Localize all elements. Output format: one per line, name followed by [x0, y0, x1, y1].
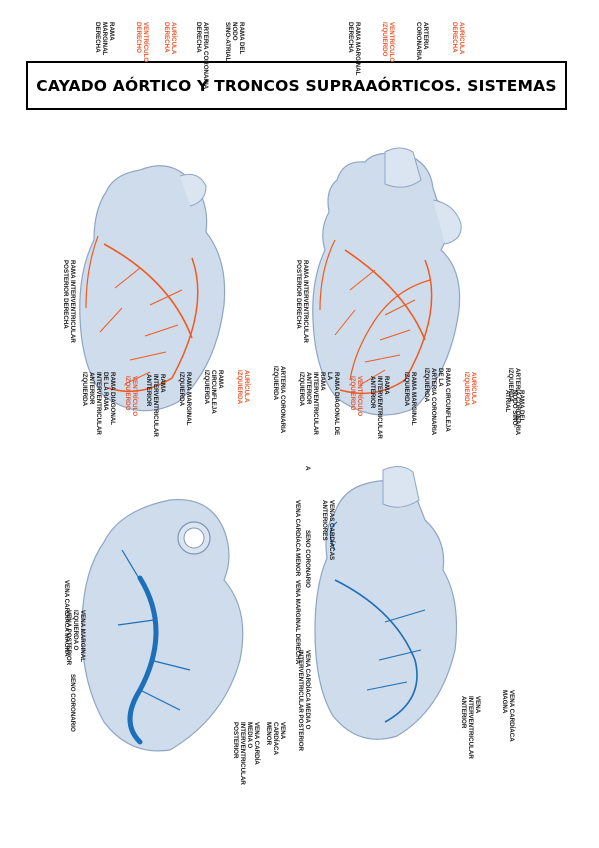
label-b-rama-interventricular-anterior: RAMA INTERVENTRICULAR ANTERIOR [145, 374, 166, 437]
label-b-rama-marginal-derecha: RAMA MARGINAL DERECHA [94, 22, 115, 56]
label-b-auricula-derecha: AURÍCULA DERECHA [163, 22, 177, 55]
label-b-rama-circunfleja: RAMA CIRCUNFLEJA IZQUIERDA [203, 370, 224, 414]
label-d-seno-coronario: SENO CORONARIO [69, 674, 76, 732]
rotated-figure-page: ARTERIA CORONARIA IZQUIERDA AURÍCULA IZQ… [55, 22, 525, 785]
label-panel-letter-a: A [304, 466, 311, 471]
label-ventriculo-izquierdo-left: VENTRÍCULO IZQUIERDO [381, 22, 395, 63]
panel-arteries-anterior: ARTERIA CORONARIA IZQUIERDA AURÍCULA IZQ… [290, 140, 525, 440]
label-b-rama-nodo-sino-atrial: RAMA DEL NODO SINO-ATRIAL [224, 22, 245, 62]
label-b-ventriculo-derecho: VENTRÍCULO DERECHO [135, 22, 149, 63]
label-vena-interventricular-anterior: VENA INTERVENTRICULAR ANTERIOR [460, 696, 481, 759]
panel-veins-posterior: VENA CARDÍACA MAGNA VENA MARGINAL IZQUIE… [55, 460, 290, 785]
heart-arteries-illustration [312, 147, 462, 416]
heart-veins-illustration [314, 466, 458, 740]
label-arteria-coronaria: ARTERIA CORONARIA [415, 22, 429, 61]
label-b-rama-diagonal: RAMA DIAGONAL DE LA RAMA INTERVENTRICULA… [81, 372, 116, 435]
label-b-ventriculo-izquierdo: VENTRÍCULO IZQUIERDO [124, 376, 138, 417]
panel-arteries-posterior: ARTERIA CORONARIA IZQUIERDA AURÍCULA IZQ… [55, 140, 290, 440]
panel-veins-anterior: A VENAS CARDÍACAS ANTERIORES SENO CORONA… [290, 460, 525, 780]
heart-veins-posterior-illustration [81, 498, 244, 752]
label-venas-cardiacas-anteriores: VENAS CARDÍACAS ANTERIORES [321, 500, 335, 561]
label-b-arteria-coronaria-derecha: ARTERIA CORONARIA DERECHA [195, 22, 209, 90]
label-vena-cardiaca-menor: VENA CARDÍACA MENOR [294, 500, 301, 577]
label-rama-nodo-sino-atrial: RAMA DEL NODO SINO-ATRIAL [504, 390, 525, 428]
label-d-vena-cardiaca-media: VENA CARDÍA MEDIA O INTERVENTRICULAR POS… [232, 722, 260, 785]
label-seno-coronario: SENO CORONARIO [304, 530, 311, 588]
label-b-rama-interventricular-posterior: RAMA INTERVENTRICULAR POSTERIOR DERECHA [62, 260, 76, 343]
label-vena-cardiaca-magna: VENA CARDÍACA MAGNA [501, 690, 515, 742]
label-b-rama-marginal-izquierda: RAMA MARGINAL IZQUIERDA [178, 372, 192, 426]
page-title: CAYADO AÓRTICO Y TRONCOS SUPRAAÓRTICOS. … [36, 76, 557, 95]
label-d-vena-cardiaca-menor: VENA CARDÍACA MENOR [265, 722, 286, 755]
label-rama-marginal-derecha: RAMA MARGINAL DERECHA [347, 22, 361, 76]
label-b-arteria-coronaria-izquierda: ARTERIA CORONARIA IZQUIERDA [272, 366, 286, 434]
label-b-auricula-izquierda: AURÍCULA IZQUIERDA [236, 370, 250, 405]
label-auricula-derecha: AURÍCULA DERECHA [451, 22, 465, 55]
label-d-vena-marginal-izquierda: VENA MARGINAL IZQUIERDA O VENA POSTERIOR [65, 610, 86, 666]
heart-arteries-posterior-illustration [79, 165, 226, 412]
page-title-box: CAYADO AÓRTICO Y TRONCOS SUPRAAÓRTICOS. … [26, 61, 567, 110]
label-vena-cardiaca-media: VENA CARDÍACA MEDIA O INTERVENTRICULAR P… [297, 650, 311, 751]
